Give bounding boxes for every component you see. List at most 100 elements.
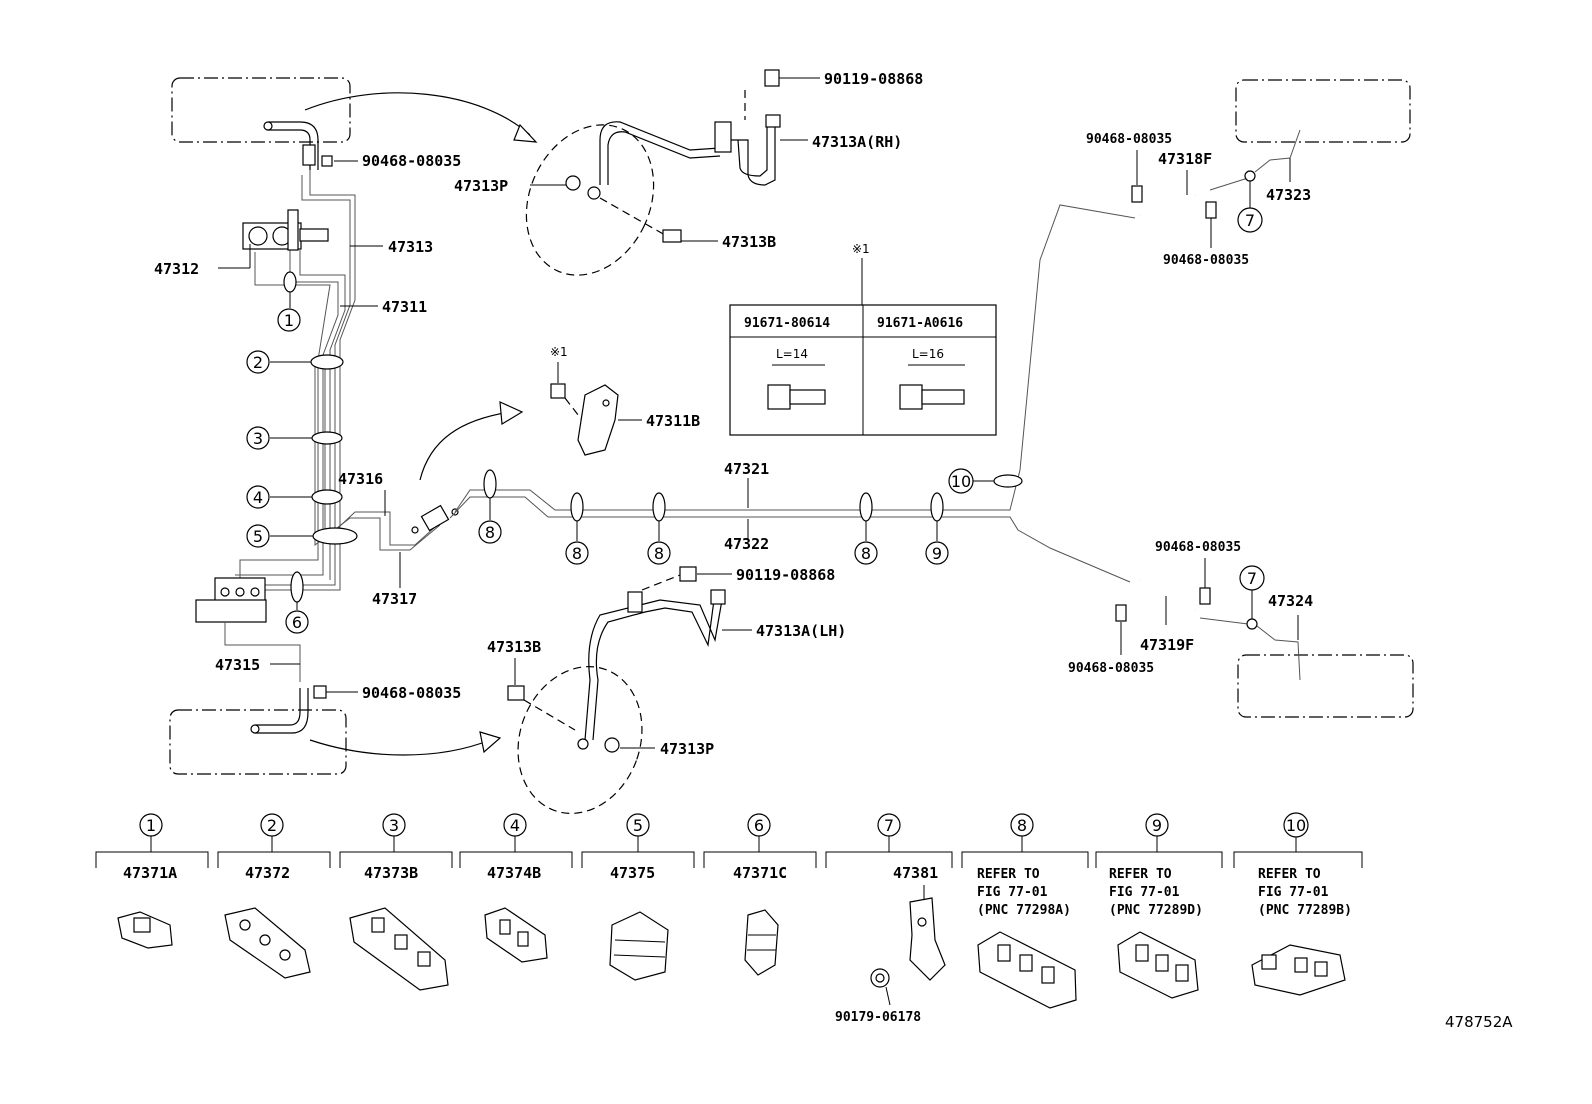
legend-item-2: 2 47372 <box>217 813 331 979</box>
callout-1: 1 <box>284 311 294 330</box>
label-47322: 47322 <box>724 535 769 553</box>
rear-left-hose: 90468-08035 90468-08035 47319F 7 47324 <box>1068 540 1414 718</box>
legend-part-6: 47371C <box>733 864 787 882</box>
bolt-col1-length: L=14 <box>776 347 808 361</box>
legend-item-8: 8 REFER TO FIG 77-01 (PNC 77298A) <box>961 813 1089 1009</box>
diagram-id: 478752A <box>1445 1013 1513 1031</box>
label-90468-top-left: 90468-08035 <box>362 152 461 170</box>
legend-ref3-10: (PNC 77289B) <box>1258 903 1352 918</box>
label-47319F: 47319F <box>1140 636 1194 654</box>
label-47311B: 47311B <box>646 412 700 430</box>
legend-item-10: 10 REFER TO FIG 77-01 (PNC 77289B) <box>1233 812 1363 996</box>
bolt-col2-length: L=16 <box>912 347 944 361</box>
note-mark-clamp: ※1 <box>550 345 568 359</box>
label-47316: 47316 <box>338 470 383 488</box>
master-cylinder-47312: 47312 <box>154 209 329 278</box>
legend-ref2-9: FIG 77-01 <box>1109 885 1180 900</box>
callout-5: 5 <box>253 527 263 546</box>
bracket-47311B: ※1 47311B <box>550 345 700 456</box>
legend-ref2-10: FIG 77-01 <box>1258 885 1329 900</box>
front-left-area-bottom: 90468-08035 <box>169 684 502 775</box>
rear-right-hose: 90468-08035 47318F 90468-08035 7 47323 <box>1086 79 1411 268</box>
label-90468-top-right-b: 90468-08035 <box>1163 253 1249 268</box>
pipe-clamps-horizontal: 8 8 8 8 9 10 <box>478 468 1023 565</box>
legend-callout-5: 5 <box>633 816 643 835</box>
legend-row: 1 47371A 2 47372 3 47373B <box>95 812 1363 1025</box>
legend-ref1-10: REFER TO <box>1258 867 1321 882</box>
callout-7-bottom: 7 <box>1247 569 1257 588</box>
label-47315: 47315 <box>215 656 260 674</box>
clip-90468-top-left: 90468-08035 <box>321 152 461 170</box>
legend-item-5: 5 47375 <box>581 813 695 981</box>
label-47313P-top: 47313P <box>454 177 508 195</box>
callout-9: 9 <box>932 544 942 563</box>
legend-ref3-9: (PNC 77289D) <box>1109 903 1203 918</box>
legend-callout-8: 8 <box>1017 816 1027 835</box>
legend-callout-4: 4 <box>510 816 520 835</box>
label-47323: 47323 <box>1266 186 1311 204</box>
legend-ref2-8: FIG 77-01 <box>977 885 1048 900</box>
callout-10: 10 <box>951 472 971 491</box>
callout-8-b: 8 <box>572 544 582 563</box>
label-47313A-LH: 47313A(LH) <box>756 622 846 640</box>
legend-callout-6: 6 <box>754 816 764 835</box>
callout-7-top: 7 <box>1245 211 1255 230</box>
legend-part-4: 47374B <box>487 864 541 882</box>
legend-part-2: 47372 <box>245 864 290 882</box>
legend-callout-1: 1 <box>146 816 156 835</box>
legend-ref1-8: REFER TO <box>977 867 1040 882</box>
label-47312: 47312 <box>154 260 199 278</box>
legend-item-4: 4 47374B <box>459 813 573 963</box>
legend-part-5: 47375 <box>610 864 655 882</box>
label-47321: 47321 <box>724 460 769 478</box>
bolt-col2-header: 91671-A0616 <box>877 316 963 331</box>
bolt-table: ※1 91671-80614 91671-A0616 L=14 L=16 <box>729 242 997 436</box>
label-47317: 47317 <box>372 590 417 608</box>
legend-ref1-9: REFER TO <box>1109 867 1172 882</box>
callout-4: 4 <box>253 488 263 507</box>
label-47318F: 47318F <box>1158 150 1212 168</box>
label-47313A-RH: 47313A(RH) <box>812 133 902 151</box>
legend-item-7: 7 47381 90179-06178 <box>825 813 953 1025</box>
legend-callout-7: 7 <box>884 816 894 835</box>
legend-item-1: 1 47371A <box>95 813 209 949</box>
callout-8-a: 8 <box>485 523 495 542</box>
label-90468-bottom-right-a: 90468-08035 <box>1155 540 1241 555</box>
note-mark-table: ※1 <box>852 242 870 256</box>
label-47313B-bottom: 47313B <box>487 638 541 656</box>
callout-8-c: 8 <box>654 544 664 563</box>
legend-ref3-8: (PNC 77298A) <box>977 903 1071 918</box>
label-47313B-top: 47313B <box>722 233 776 251</box>
legend-callout-10: 10 <box>1286 816 1306 835</box>
bundle-clamps <box>270 271 358 610</box>
callout-6: 6 <box>292 613 302 632</box>
callouts-left: 1 2 3 4 5 6 <box>246 308 309 634</box>
legend-callout-3: 3 <box>389 816 399 835</box>
legend-part-3: 47373B <box>364 864 418 882</box>
legend-part-1: 47371A <box>123 864 177 882</box>
pipe-joint <box>411 401 524 534</box>
legend-item-3: 3 47373B <box>339 813 453 991</box>
label-90468-bottom-left: 90468-08035 <box>362 684 461 702</box>
legend-callout-2: 2 <box>267 816 277 835</box>
front-left-area <box>171 77 538 170</box>
bolt-col1-header: 91671-80614 <box>744 316 830 331</box>
callout-2: 2 <box>253 353 263 372</box>
abs-actuator: 47315 <box>195 577 301 682</box>
legend-item-9: 9 REFER TO FIG 77-01 (PNC 77289D) <box>1095 813 1223 999</box>
legend-item-6: 6 47371C <box>703 813 817 976</box>
legend-part-7: 47381 <box>893 864 938 882</box>
label-47324: 47324 <box>1268 592 1313 610</box>
label-90468-bottom-right-b: 90468-08035 <box>1068 661 1154 676</box>
callout-8-d: 8 <box>861 544 871 563</box>
label-47313: 47313 <box>388 238 433 256</box>
label-90119-bottom: 90119-08868 <box>736 566 835 584</box>
callout-3: 3 <box>253 429 263 448</box>
label-90468-top-right-a: 90468-08035 <box>1086 132 1172 147</box>
label-90119-top: 90119-08868 <box>824 70 923 88</box>
label-47311: 47311 <box>382 298 427 316</box>
front-right-hose: 47313A(RH) 47313P 47313B 90119-08868 <box>454 69 923 276</box>
label-47313P-bottom: 47313P <box>660 740 714 758</box>
